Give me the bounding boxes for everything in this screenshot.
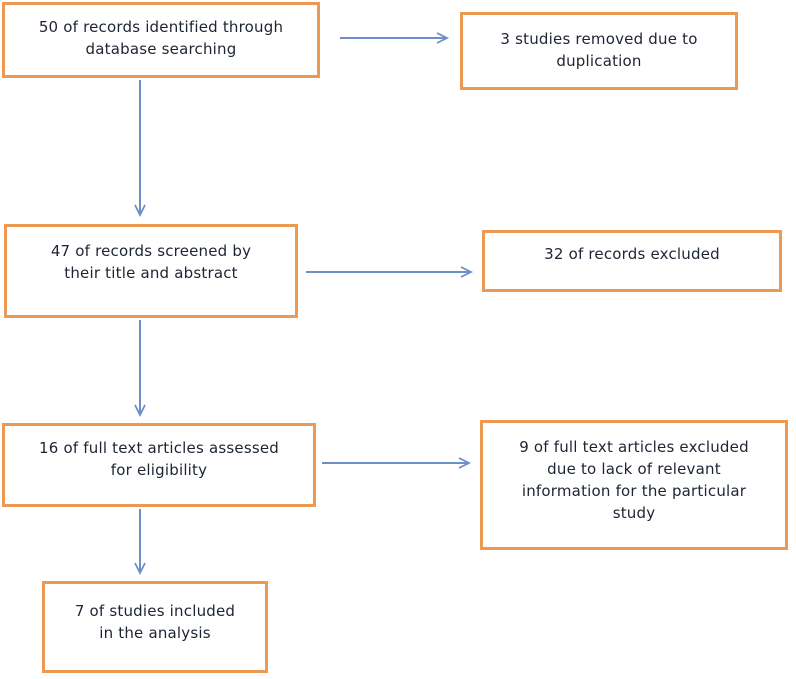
flow-box-label-line: study <box>612 504 656 522</box>
flow-box-label-line: for eligibility <box>110 461 208 479</box>
flow-box-label-line: 50 of records identified through <box>38 18 284 36</box>
flow-box-duplicates-removed: 3 studies removed due to duplication <box>460 12 738 90</box>
flow-box-label-line: 9 of full text articles excluded <box>519 438 749 456</box>
flow-box-studies-included: 7 of studies included in the analysis <box>42 581 268 673</box>
flow-box-label-line: 7 of studies included <box>74 602 236 620</box>
flow-box-label-line: 47 of records screened by <box>50 242 252 260</box>
flow-box-label-line: duplication <box>556 52 642 70</box>
flow-box-label-line: 16 of full text articles assessed <box>38 439 279 457</box>
flow-box-label-line: in the analysis <box>99 624 211 642</box>
flow-box-records-screened: 47 of records screened by their title an… <box>4 224 298 318</box>
flow-box-label-line: 3 studies removed due to <box>500 30 698 48</box>
flow-box-records-excluded: 32 of records excluded <box>482 230 782 292</box>
flow-box-fulltext-assessed: 16 of full text articles assessed for el… <box>2 423 316 507</box>
flow-box-label-line: information for the particular <box>521 482 747 500</box>
flow-box-label-line: their title and abstract <box>64 264 238 282</box>
flow-box-fulltext-excluded: 9 of full text articles excluded due to … <box>480 420 788 550</box>
flow-box-records-identified: 50 of records identified through databas… <box>2 2 320 78</box>
flow-box-label-line: 32 of records excluded <box>544 245 720 263</box>
flow-box-label-line: due to lack of relevant <box>547 460 721 478</box>
flow-box-label-line: database searching <box>85 40 237 58</box>
